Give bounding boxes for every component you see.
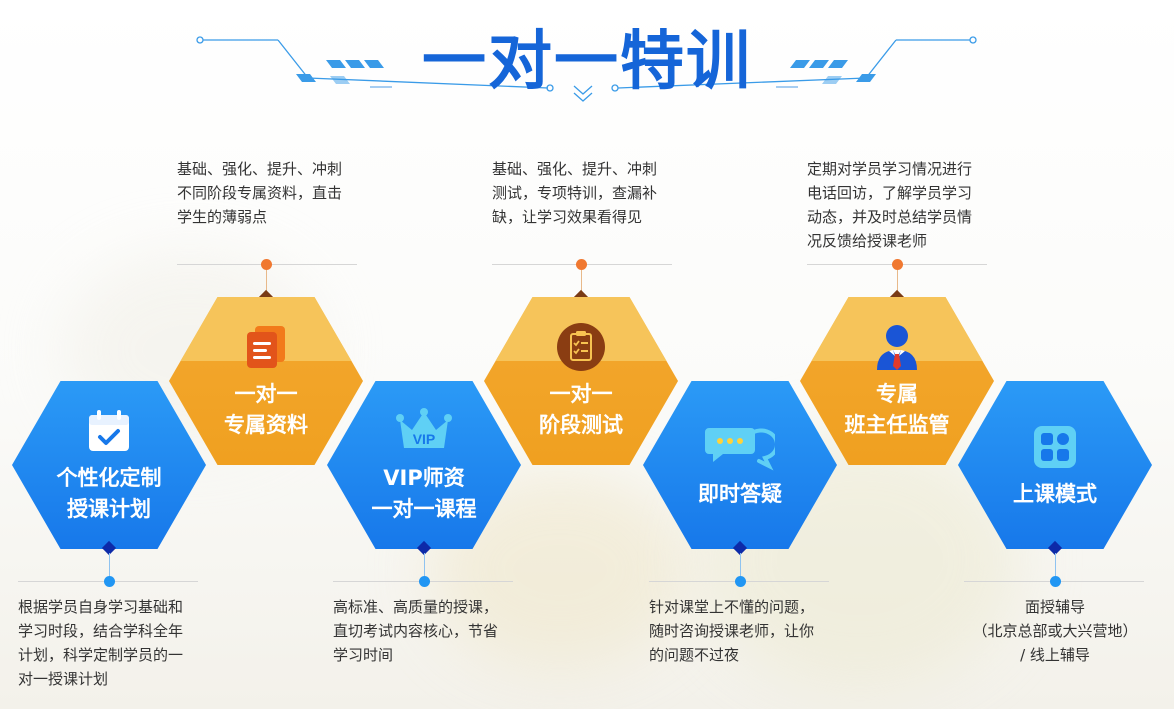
connector-dot xyxy=(1050,576,1061,587)
connector-dot xyxy=(104,576,115,587)
card-description: 基础、强化、提升、冲刺 测试，专项特训，查漏补 缺，让学习效果看得见 xyxy=(492,157,692,229)
card-title-line: 班主任监管 xyxy=(844,413,950,437)
card-description: 针对课堂上不懂的问题， 随时咨询授课老师，让你 的问题不过夜 xyxy=(649,595,849,667)
desc-line: 基础、强化、提升、冲刺 xyxy=(492,160,658,178)
connector-dot xyxy=(261,259,272,270)
connector-line xyxy=(740,553,741,577)
connector-line xyxy=(1055,553,1056,577)
vip-icon-text: VIP xyxy=(413,431,436,447)
desc-line: 针对课堂上不懂的问题， xyxy=(649,598,815,616)
desc-line: 面授辅导 xyxy=(1024,598,1085,616)
card-title-line: 一对一课程 xyxy=(371,497,477,521)
desc-line: 基础、强化、提升、冲刺 xyxy=(177,160,343,178)
desc-line: 计划，科学定制学员的一 xyxy=(18,646,184,664)
card-description: 定期对学员学习情况进行 电话回访，了解学员学习 动态，并及时总结学员情 况反馈给… xyxy=(807,157,1007,253)
desc-line: 不同阶段专属资料，直击 xyxy=(177,184,343,202)
clipboard-checklist-icon xyxy=(556,321,606,373)
desc-line: 高标准、高质量的授课， xyxy=(333,598,499,616)
connector-dot xyxy=(735,576,746,587)
card-description: 高标准、高质量的授课， 直切考试内容核心，节省 学习时间 xyxy=(333,595,533,667)
desc-line: 动态，并及时总结学员情 xyxy=(807,208,973,226)
card-title-line: 专属 xyxy=(876,382,918,406)
connector-line xyxy=(897,270,898,292)
desc-line: 测试，专项特训，查漏补 xyxy=(492,184,658,202)
card-title-line: VIP师资 xyxy=(383,466,465,490)
desc-line: 学生的薄弱点 xyxy=(177,208,268,226)
connector-dot xyxy=(892,259,903,270)
card-vip: VIP VIP师资 一对一课程 xyxy=(327,381,521,549)
card-title-line: 个性化定制 xyxy=(56,466,162,490)
connector-line xyxy=(424,553,425,577)
connector-line xyxy=(109,553,110,577)
vip-crown-icon: VIP xyxy=(394,405,454,457)
desc-line: 定期对学员学习情况进行 xyxy=(807,160,973,178)
title-decoration xyxy=(196,36,977,102)
desc-line: 学习时段，结合学科全年 xyxy=(18,622,184,640)
desc-line: 缺，让学习效果看得见 xyxy=(492,208,643,226)
card-title-line: 专属资料 xyxy=(224,413,308,437)
connector-dot xyxy=(419,576,430,587)
desc-line: 况反馈给授课老师 xyxy=(807,232,928,250)
card-title-line: 阶段测试 xyxy=(539,413,623,437)
desc-line: 直切考试内容核心，节省 xyxy=(333,622,499,640)
card-title-line: 即时答疑 xyxy=(698,481,782,506)
card-description: 面授辅导 （北京总部或大兴营地） / 线上辅导 xyxy=(955,595,1155,667)
card-title-line: 上课模式 xyxy=(1013,481,1097,506)
desc-line: 随时咨询授课老师，让你 xyxy=(649,622,815,640)
card-description: 根据学员自身学习基础和 学习时段，结合学科全年 计划，科学定制学员的一 对一授课… xyxy=(18,595,218,691)
chat-bubble-icon xyxy=(705,421,775,473)
card-title-line: 一对一 xyxy=(549,382,613,406)
calendar-check-icon xyxy=(86,405,132,457)
card-description: 基础、强化、提升、冲刺 不同阶段专属资料，直击 学生的薄弱点 xyxy=(177,157,377,229)
desc-line: （北京总部或大兴营地） xyxy=(972,622,1138,640)
documents-icon xyxy=(243,321,289,373)
desc-line: 电话回访，了解学员学习 xyxy=(807,184,973,202)
card-title-line: 一对一 xyxy=(234,382,298,406)
desc-line: 根据学员自身学习基础和 xyxy=(18,598,184,616)
desc-line: 对一授课计划 xyxy=(18,670,109,688)
connector-dot xyxy=(576,259,587,270)
desc-line: / 线上辅导 xyxy=(1020,646,1090,664)
supervisor-person-icon xyxy=(872,321,922,373)
desc-line: 学习时间 xyxy=(333,646,394,664)
desc-line: 的问题不过夜 xyxy=(649,646,740,664)
page-title: 一对一特训 xyxy=(422,25,752,99)
card-title-line: 授课计划 xyxy=(67,497,151,521)
card-test: 一对一 阶段测试 xyxy=(484,297,678,465)
grid-apps-icon xyxy=(1032,421,1078,473)
connector-line xyxy=(581,270,582,292)
connector-line xyxy=(266,270,267,292)
